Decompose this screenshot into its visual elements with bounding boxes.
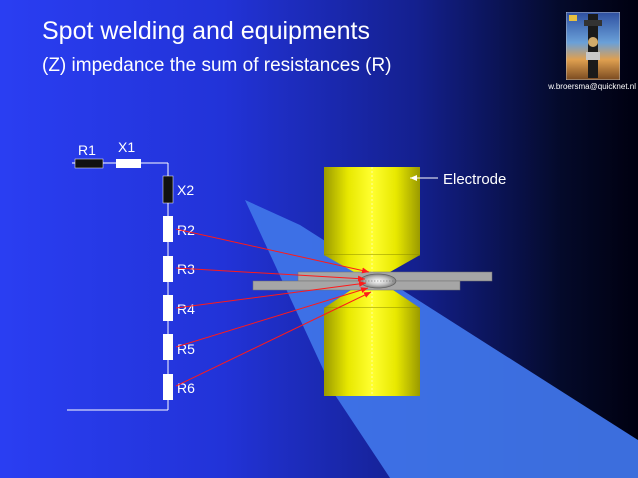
label-x1: X1 (118, 139, 135, 155)
reactance-x2 (162, 175, 174, 204)
slide-subtitle: (Z) impedance the sum of resistances (R) (42, 55, 392, 76)
reactance-x1 (116, 159, 141, 168)
resistor-r2 (163, 216, 173, 242)
label-r6: R6 (177, 380, 195, 396)
resistor-r6 (163, 374, 173, 400)
label-r4: R4 (177, 301, 195, 317)
resistor-r1 (74, 158, 104, 169)
slide-title: Spot welding and equipments (42, 17, 371, 45)
arrow-r2 (175, 228, 370, 274)
lower-electrode (324, 288, 420, 396)
author-logo-photo (566, 12, 620, 80)
resistance-arrows (175, 228, 372, 387)
resistor-r3 (163, 256, 173, 282)
resistor-r5 (163, 334, 173, 360)
arrow-r5 (175, 287, 369, 348)
label-r1: R1 (78, 142, 96, 158)
circuit-wires (67, 162, 169, 411)
upper-electrode (324, 167, 420, 272)
light-beam (245, 200, 638, 478)
arrow-r3 (175, 267, 366, 282)
arrow-r4 (175, 280, 367, 309)
label-x2: X2 (177, 182, 194, 198)
label-r2: R2 (177, 222, 195, 238)
author-email: w.broersma@quicknet.nl (548, 82, 636, 91)
arrow-r6 (175, 291, 372, 387)
resistor-r4 (163, 295, 173, 321)
electrode-label: Electrode (443, 171, 506, 188)
lower-sheet (252, 280, 461, 291)
